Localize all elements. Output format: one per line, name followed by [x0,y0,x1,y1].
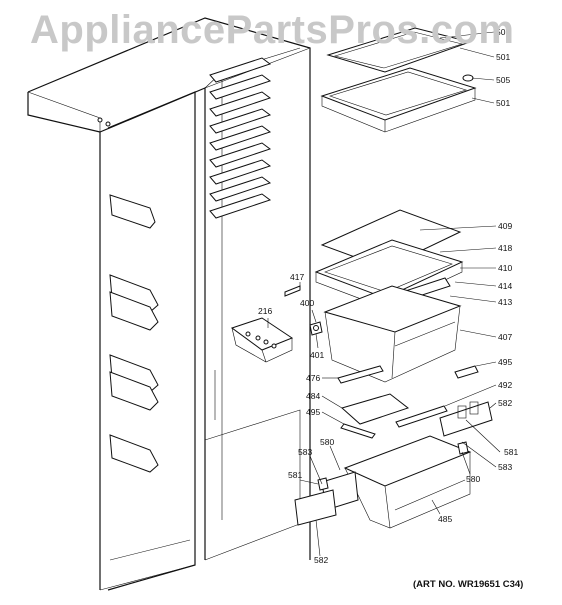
callout-414: 414 [498,281,512,291]
drawer-slides [337,365,479,439]
site-watermark: AppliancePartsPros.com [30,8,515,52]
fresh-food-cabinet [27,17,311,591]
callout-501: 501 [496,98,510,108]
callout-407: 407 [498,332,512,342]
callout-583: 583 [498,462,512,472]
callout-580: 580 [320,437,334,447]
callout-492: 492 [498,380,512,390]
callout-labels: 505 501 505 501 409 418 410 414 413 417 … [258,27,518,565]
deli-drawer-485 [294,401,493,529]
callout-485: 485 [438,514,452,524]
callout-484: 484 [306,391,320,401]
callout-495: 495 [306,407,320,417]
callout-580: 580 [466,474,480,484]
callout-582: 582 [314,555,328,565]
callout-501: 501 [496,52,510,62]
callout-581: 581 [504,447,518,457]
glass-shelf-assembly-top [320,27,477,133]
art-number: (ART NO. WR19651 C34) [413,579,524,590]
shelf-rails [209,57,272,219]
snack-pan-assembly [284,209,464,383]
callout-418: 418 [498,243,512,253]
callout-410: 410 [498,263,512,273]
callout-401: 401 [310,350,324,360]
door-bins [109,194,159,473]
bin-216 [230,317,294,363]
callout-417: 417 [290,272,304,282]
small-part-400 [309,321,323,336]
callout-409: 409 [498,221,512,231]
callout-413: 413 [498,297,512,307]
callout-476: 476 [306,373,320,383]
callout-400: 400 [300,298,314,308]
callout-581: 581 [288,470,302,480]
callout-582: 582 [498,398,512,408]
leader-lines [267,31,501,557]
callout-216: 216 [258,306,272,316]
callout-505: 505 [496,27,510,37]
callout-583: 583 [298,447,312,457]
callout-495: 495 [498,357,512,367]
callout-505: 505 [496,75,510,85]
